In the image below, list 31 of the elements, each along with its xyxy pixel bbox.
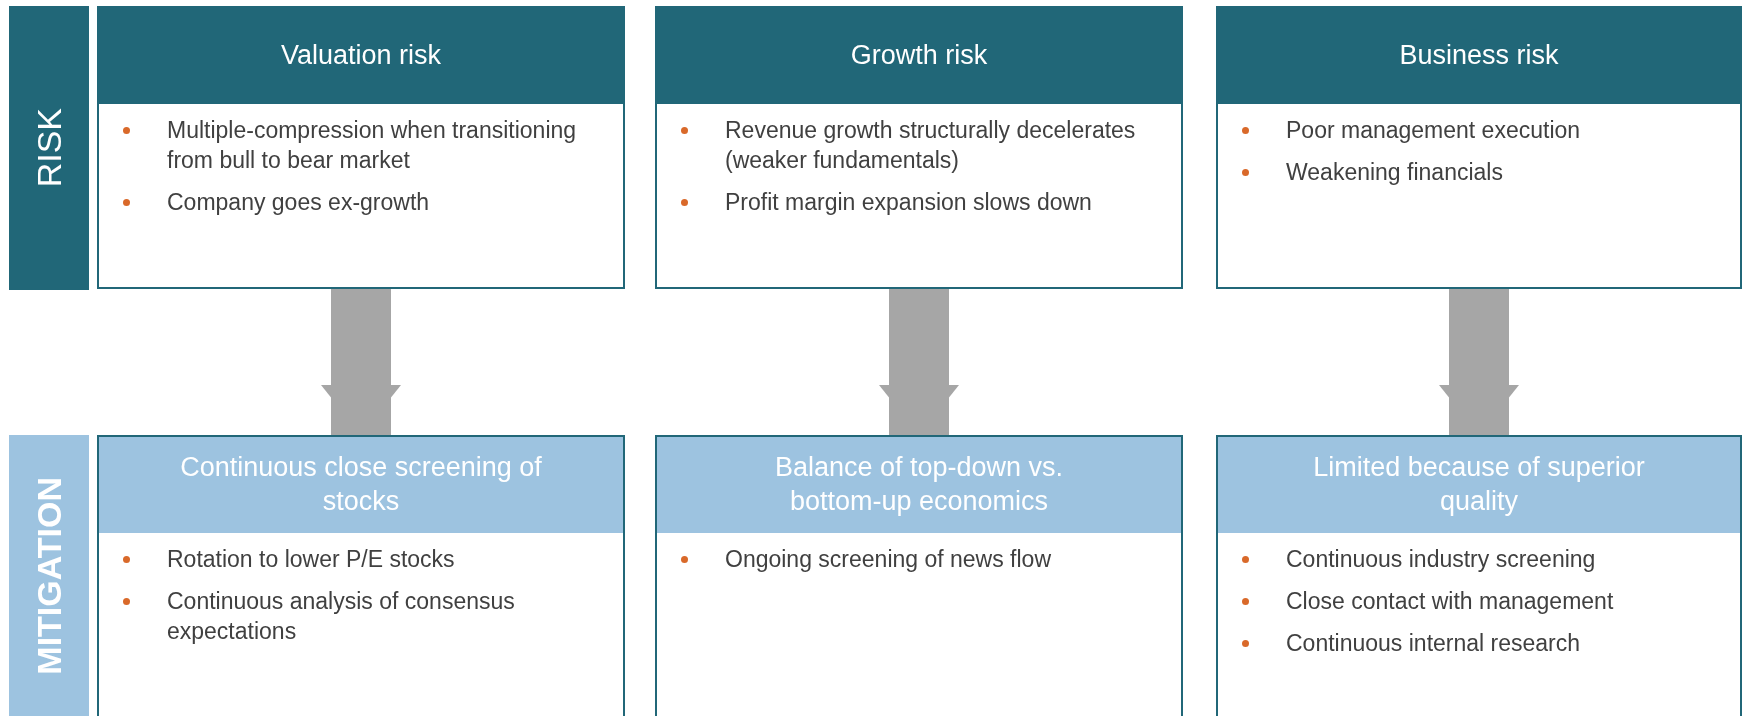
- card: [97, 435, 625, 716]
- card-heading: Business risk: [1218, 8, 1740, 104]
- bullet-text: Multiple-compression when transitioning from bull to bear market: [167, 117, 577, 173]
- bullet-text: Close contact with management: [1286, 587, 1614, 614]
- arrow: [321, 289, 401, 435]
- side-band: [9, 6, 89, 290]
- card: [97, 6, 625, 289]
- card-heading: Continuous close screening of stocks: [99, 437, 623, 533]
- arrow: [1439, 289, 1519, 435]
- card-heading: Balance of top-down vs. bottom-up economics: [657, 437, 1181, 533]
- bullet-text: Company goes ex-growth: [167, 188, 430, 215]
- card: [1216, 6, 1742, 289]
- band-label: MITIGATION: [29, 476, 69, 675]
- bullet-text: Weakening financials: [1286, 158, 1503, 185]
- card: [655, 6, 1183, 289]
- card-heading: Valuation risk: [99, 8, 623, 104]
- arrow: [879, 289, 959, 435]
- card-heading: Limited because of superior quality: [1218, 437, 1740, 533]
- card-heading: Growth risk: [657, 8, 1181, 104]
- bullet-text: Continuous industry screening: [1286, 546, 1596, 572]
- bullet-text: Continuous internal research: [1286, 629, 1581, 656]
- bullet-text: Rotation to lower P/E stocks: [167, 546, 455, 572]
- band-label: RISK: [29, 108, 69, 188]
- bullet-text: Ongoing screening of news flow: [725, 546, 1052, 572]
- card: [1216, 435, 1742, 716]
- bullet-text: Continuous analysis of consensus expectations: [167, 587, 515, 644]
- side-band: [9, 435, 89, 716]
- card: [655, 435, 1183, 716]
- bullet-text: Poor management execution: [1286, 117, 1581, 143]
- bullet-text: Profit margin expansion slows down: [725, 188, 1092, 215]
- bullet-text: Revenue growth structurally decelerates (weaker fundamentals): [725, 117, 1136, 173]
